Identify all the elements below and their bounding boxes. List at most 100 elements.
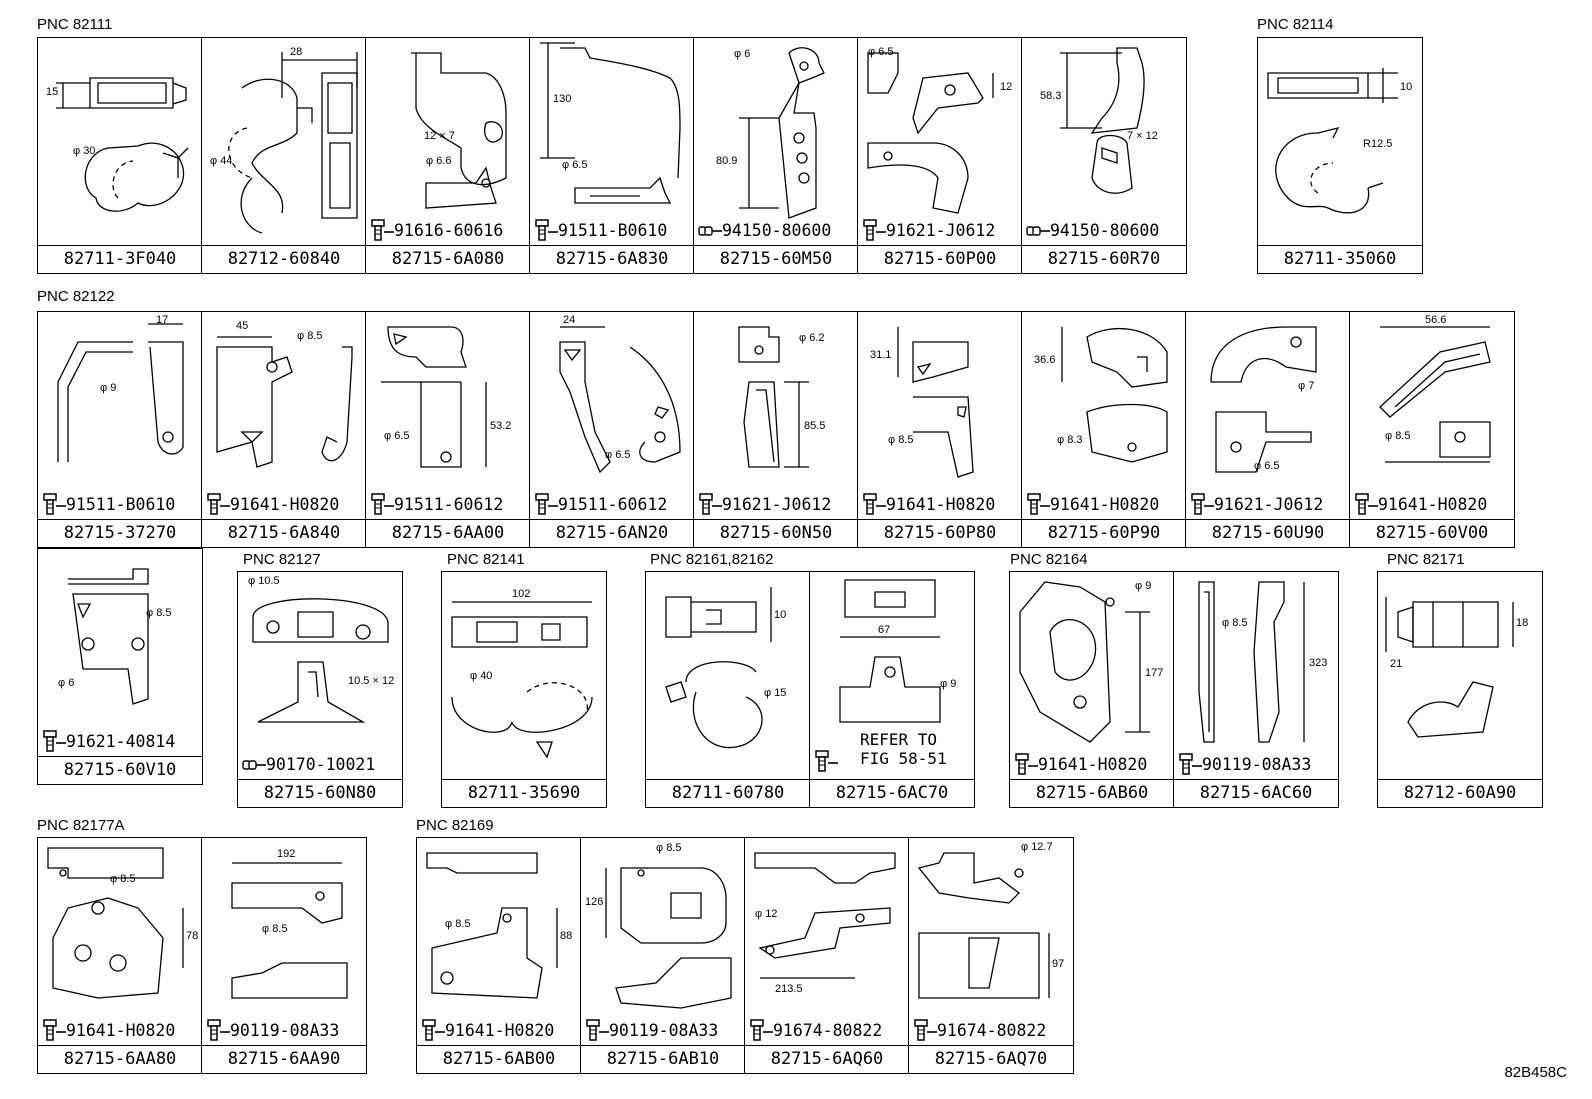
- fastener: 90119-08A33: [1178, 752, 1311, 776]
- part-number: 82712-60A90: [1378, 779, 1542, 807]
- diagram-code: 82B458C: [1504, 1064, 1567, 1081]
- part-cell: 17 φ 9 91511-B0610 82715-37270: [37, 311, 203, 548]
- fastener-number: 90170-10021: [266, 754, 376, 774]
- part-cell: φ 8.5 323 90119-08A33 82715-6AC60: [1173, 571, 1339, 808]
- bracket-drawing: [68, 568, 149, 705]
- dimension-label: φ 6: [58, 677, 75, 689]
- dimension-label: φ 8.5: [656, 842, 682, 854]
- clip-drawing: [1385, 597, 1514, 738]
- dimension-label: φ 8.5: [262, 923, 288, 935]
- bracket-drawing: [540, 42, 681, 204]
- part-number: 82715-60V00: [1350, 519, 1514, 547]
- group-label-pnc-82161-82162: PNC 82161,82162: [650, 551, 774, 568]
- fastener: 91511-60612: [534, 492, 667, 516]
- part-number: 82715-6AA90: [202, 1045, 366, 1073]
- part-cell: φ 8.5 88 91641-H0820 82715-6AB00: [416, 837, 582, 1074]
- bracket-drawing: [231, 862, 348, 999]
- part-cell: φ 6 80.9 94150-80600 82715-60M50: [693, 37, 859, 274]
- dimension-label: φ 15: [764, 687, 787, 699]
- bracket-drawing: [57, 323, 184, 462]
- bolt-icon: [206, 1019, 230, 1041]
- fastener: 91641-H0820: [421, 1018, 554, 1042]
- part-number: 82715-6AA00: [366, 519, 530, 547]
- part-cell: φ 10.5 10.5 × 12 90170-10021 82715-60N80: [237, 571, 403, 808]
- dimension-label: 36.6: [1034, 354, 1056, 366]
- dimension-label: 53.2: [490, 420, 512, 432]
- bolt-icon: [206, 493, 230, 515]
- bracket-drawing: [897, 327, 974, 478]
- bolt-icon: [862, 493, 886, 515]
- dimension-label: φ 12: [755, 908, 778, 920]
- dimension-label: φ 8.5: [888, 434, 914, 446]
- bolt-icon: [1026, 493, 1050, 515]
- nut-icon: [242, 753, 266, 775]
- dimension-label: φ 9: [100, 382, 117, 394]
- bolt-icon: [534, 219, 558, 241]
- bracket-drawing: [1019, 581, 1150, 743]
- bracket-drawing: [1379, 326, 1491, 463]
- dimension-label: φ 6.5: [562, 159, 588, 171]
- part-number: 82715-6AC70: [810, 779, 974, 807]
- dimension-label: 18: [1516, 617, 1529, 629]
- fastener: 94150-80600: [1026, 218, 1159, 242]
- fastener-number: 91641-H0820: [230, 494, 340, 514]
- clamp-drawing: [1267, 68, 1398, 214]
- fastener-number: 91511-B0610: [558, 220, 668, 240]
- dimension-label: φ 8.3: [1057, 434, 1083, 446]
- dimension-label: 31.1: [870, 349, 892, 361]
- dimension-label: 78: [186, 930, 199, 942]
- fastener-number: 91641-H0820: [1378, 494, 1488, 514]
- dimension-label: 102: [512, 588, 531, 600]
- part-number: 82715-6A830: [530, 245, 694, 273]
- dimension-label: 177: [1145, 667, 1164, 679]
- fastener-number: 90119-08A33: [230, 1020, 340, 1040]
- dimension-label: 28: [290, 46, 303, 58]
- bolt-icon: [862, 219, 886, 241]
- dimension-label: 21: [1390, 658, 1403, 670]
- fastener-number: 90119-08A33: [609, 1020, 719, 1040]
- part-cell: 67 φ 9 REFER TO FIG 58-51 82715-6AC70: [809, 571, 975, 808]
- fastener-number: 91674-80822: [937, 1020, 1047, 1040]
- fastener-number: 91511-60612: [558, 494, 668, 514]
- dimension-label: φ 8.5: [146, 607, 172, 619]
- part-cell: φ 6.5 12 91621-J0612 82715-60P00: [857, 37, 1023, 274]
- bracket-drawing: [47, 847, 184, 999]
- bracket-drawing: [1060, 47, 1145, 194]
- dimension-label: φ 12.7: [1021, 841, 1053, 853]
- fastener: 91511-60612: [370, 492, 503, 516]
- bolt-icon: [421, 1019, 445, 1041]
- dimension-label: 323: [1309, 657, 1328, 669]
- dimension-label: φ 6.2: [799, 332, 825, 344]
- part-number: 82715-60P00: [858, 245, 1022, 273]
- group-label-pnc-82177a: PNC 82177A: [37, 817, 125, 834]
- clamp-drawing: [451, 601, 593, 759]
- part-number: 82715-6AB00: [417, 1045, 581, 1073]
- dimension-label: φ 6.5: [1254, 460, 1280, 472]
- part-number: 82711-35690: [442, 779, 606, 807]
- part-number: 82711-3F040: [38, 245, 202, 273]
- part-cell: 58.3 7 × 12 94150-80600 82715-60R70: [1021, 37, 1187, 274]
- fastener-number: 91511-B0610: [66, 494, 176, 514]
- part-number: 82712-60840: [202, 245, 366, 273]
- fastener: [814, 749, 838, 773]
- dimension-label: φ 8.5: [297, 330, 323, 342]
- dimension-label: R12.5: [1363, 138, 1393, 150]
- dimension-label: 56.6: [1425, 314, 1447, 326]
- part-number: 82715-60P80: [858, 519, 1022, 547]
- fastener-number: 91641-H0820: [1038, 754, 1148, 774]
- bolt-icon: [1014, 753, 1038, 775]
- part-cell: φ 6.5 53.2 91511-60612 82715-6AA00: [365, 311, 531, 548]
- dimension-label: 10: [774, 609, 787, 621]
- bracket-drawing: [1198, 581, 1305, 743]
- part-cell: φ 8.5 78 91641-H0820 82715-6AA80: [37, 837, 203, 1074]
- part-cell: 28 φ 44 82712-60840: [201, 37, 367, 274]
- part-cell: 192 φ 8.5 90119-08A33 82715-6AA90: [201, 837, 367, 1074]
- dimension-label: 7 × 12: [1127, 130, 1158, 142]
- fastener: 91621-J0612: [862, 218, 995, 242]
- bracket-drawing: [739, 47, 825, 219]
- dimension-label: 213.5: [775, 983, 803, 995]
- part-cell: φ 12.7 97 91674-80822 82715-6AQ70: [908, 837, 1074, 1074]
- dimension-label: φ 8.5: [1222, 617, 1248, 629]
- fastener-number: 91641-H0820: [66, 1020, 176, 1040]
- part-cell: 15 φ 30 82711-3F040: [37, 37, 203, 274]
